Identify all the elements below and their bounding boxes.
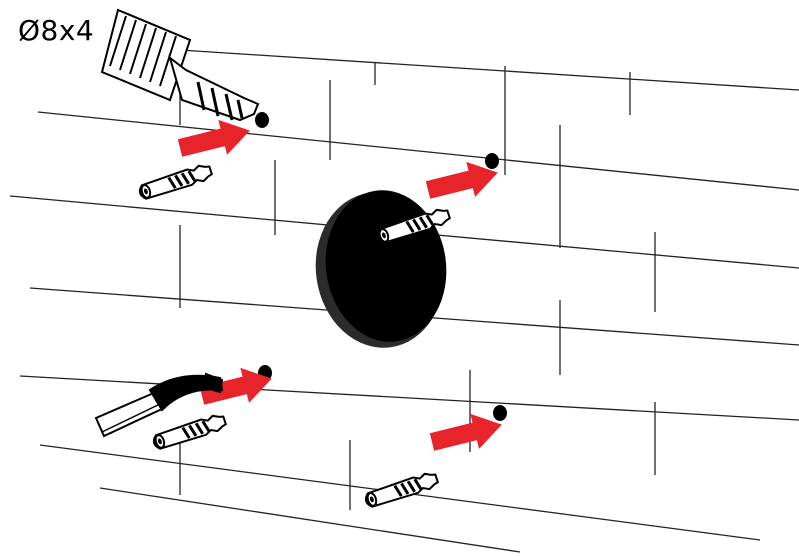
insertion-arrow-icon	[175, 113, 255, 166]
wall-plug-icon	[362, 469, 441, 511]
wall-plug-icon	[150, 411, 229, 453]
cable-icon	[94, 372, 224, 438]
drill-bit-icon	[100, 8, 260, 122]
wall-plug-icon	[136, 161, 215, 203]
drill-size-label: Ø8x4	[18, 14, 95, 47]
mounting-disc-icon	[315, 190, 447, 348]
